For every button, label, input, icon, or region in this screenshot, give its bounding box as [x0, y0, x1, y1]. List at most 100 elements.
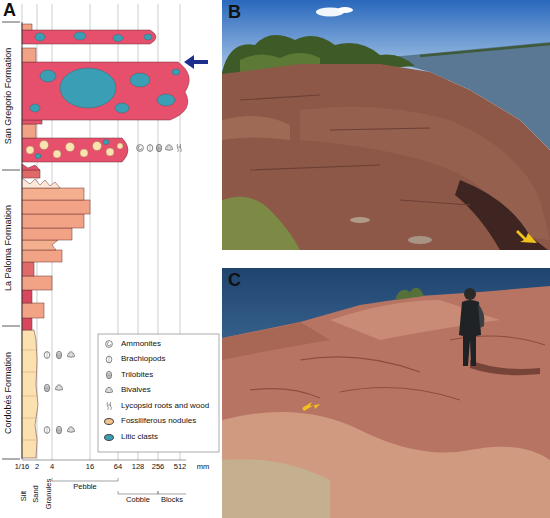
- panel-letter: A: [3, 1, 16, 21]
- strat-column: [22, 350, 37, 440]
- legend-swatch: [104, 434, 114, 441]
- photo-outcrop: [222, 116, 290, 140]
- legend-text: Trilobites: [121, 371, 153, 380]
- clasts: [26, 141, 123, 159]
- strat-column: [22, 330, 38, 458]
- clasts: [40, 141, 49, 150]
- legend-symbols: [106, 341, 113, 348]
- fossil-symbols: [44, 352, 50, 359]
- photo-outcrop: [459, 300, 481, 366]
- clasts: [35, 154, 41, 159]
- legend-text: Brachiopods: [121, 355, 165, 364]
- formation-name: Cordobés Formation: [4, 352, 14, 434]
- strat-column: [22, 178, 60, 188]
- photo-outcrop: [470, 360, 540, 375]
- scale-tick: 4: [50, 463, 54, 471]
- formation-name: La Paloma Formation: [4, 205, 14, 291]
- clasts: [80, 149, 88, 157]
- legend-text: Lycopsid roots and wood: [121, 402, 209, 411]
- photo-outcrop: [302, 402, 320, 411]
- grain-class: Sand: [32, 485, 40, 503]
- photo-outcrop: [240, 95, 470, 205]
- photo-outcrop: [408, 236, 432, 244]
- legend-symbols: [106, 356, 112, 363]
- clasts: [115, 103, 129, 113]
- blue-arrow: [184, 55, 208, 69]
- legend-symbols: [106, 387, 113, 392]
- clasts: [157, 94, 175, 106]
- strat-column: [22, 138, 128, 162]
- photo-outcrop: [222, 459, 330, 518]
- strat-column: [22, 318, 32, 330]
- legend-text: Litic clasts: [121, 433, 158, 442]
- grain-class: Silt: [20, 491, 28, 501]
- strat-column: [22, 30, 156, 44]
- clasts: [35, 33, 45, 41]
- clasts: [113, 35, 123, 42]
- strat-column: [22, 276, 52, 290]
- fossil-symbols: [44, 427, 50, 434]
- strat-column: [22, 303, 44, 318]
- fossil-symbols: [147, 145, 153, 152]
- photo-outcrop: [250, 336, 545, 400]
- clasts: [172, 69, 180, 75]
- scale-brackets: [52, 478, 118, 481]
- fossil-symbols: [56, 426, 61, 434]
- legend-swatch: [104, 418, 114, 425]
- grain-class: Pebble: [73, 483, 96, 491]
- fossil-symbols: [56, 385, 63, 390]
- panel-letter: B: [228, 3, 241, 23]
- legend-frame: [98, 334, 219, 452]
- scale-brackets: [158, 491, 186, 494]
- formation-ticks: [2, 22, 20, 459]
- strat-column: [22, 228, 72, 240]
- strat-column: [22, 290, 32, 303]
- scale-unit: mm: [197, 463, 210, 471]
- scale-tick: 2: [35, 463, 39, 471]
- fossil-symbols: [56, 351, 61, 359]
- formation-ticks: [2, 22, 20, 459]
- clasts: [93, 142, 102, 151]
- photo-outcrop: [222, 197, 300, 250]
- strat-column: [22, 120, 42, 124]
- fossil-symbols: [68, 427, 75, 432]
- strat-column: [22, 170, 40, 178]
- photo-outcrop: [222, 0, 550, 250]
- strat-column: [22, 164, 40, 170]
- clasts: [53, 150, 61, 158]
- legend-text: Fossiliferous nodules: [121, 417, 196, 426]
- strat-column: [22, 188, 84, 200]
- legend-text: Ammonites: [121, 340, 161, 349]
- strat-column: [22, 48, 36, 62]
- photo-outcrop: [222, 286, 550, 518]
- fossil-symbols: [137, 145, 144, 152]
- scale-tick: 16: [86, 463, 94, 471]
- grain-class: Granules: [45, 479, 53, 509]
- legend-symbols: [106, 371, 111, 379]
- legend-symbols: [107, 402, 111, 410]
- legend-frame: [98, 334, 219, 452]
- clasts: [106, 148, 114, 156]
- photo-outcrop: [350, 217, 370, 223]
- fossil-symbols: [156, 144, 161, 152]
- clasts: [74, 32, 86, 40]
- photo-outcrop: [478, 304, 484, 328]
- photo-outcrop: [455, 180, 548, 250]
- fossil-symbols: [166, 145, 173, 150]
- formation-name: San Gregorio Formation: [4, 48, 14, 145]
- photo-outcrop: [222, 268, 550, 518]
- clasts: [40, 70, 56, 82]
- grain-class: Blocks: [161, 496, 183, 504]
- photo-outcrop: [222, 412, 550, 518]
- clasts: [103, 140, 109, 145]
- scale-tick: 128: [132, 463, 145, 471]
- panel-letter: C: [228, 271, 241, 291]
- strat-column: [22, 262, 34, 276]
- scale-tick: 512: [174, 463, 187, 471]
- strat-column: [22, 62, 189, 120]
- scale-tick: 1/16: [15, 463, 30, 471]
- clasts: [60, 68, 116, 108]
- scale-tick: 256: [152, 463, 165, 471]
- strat-column: [22, 200, 90, 214]
